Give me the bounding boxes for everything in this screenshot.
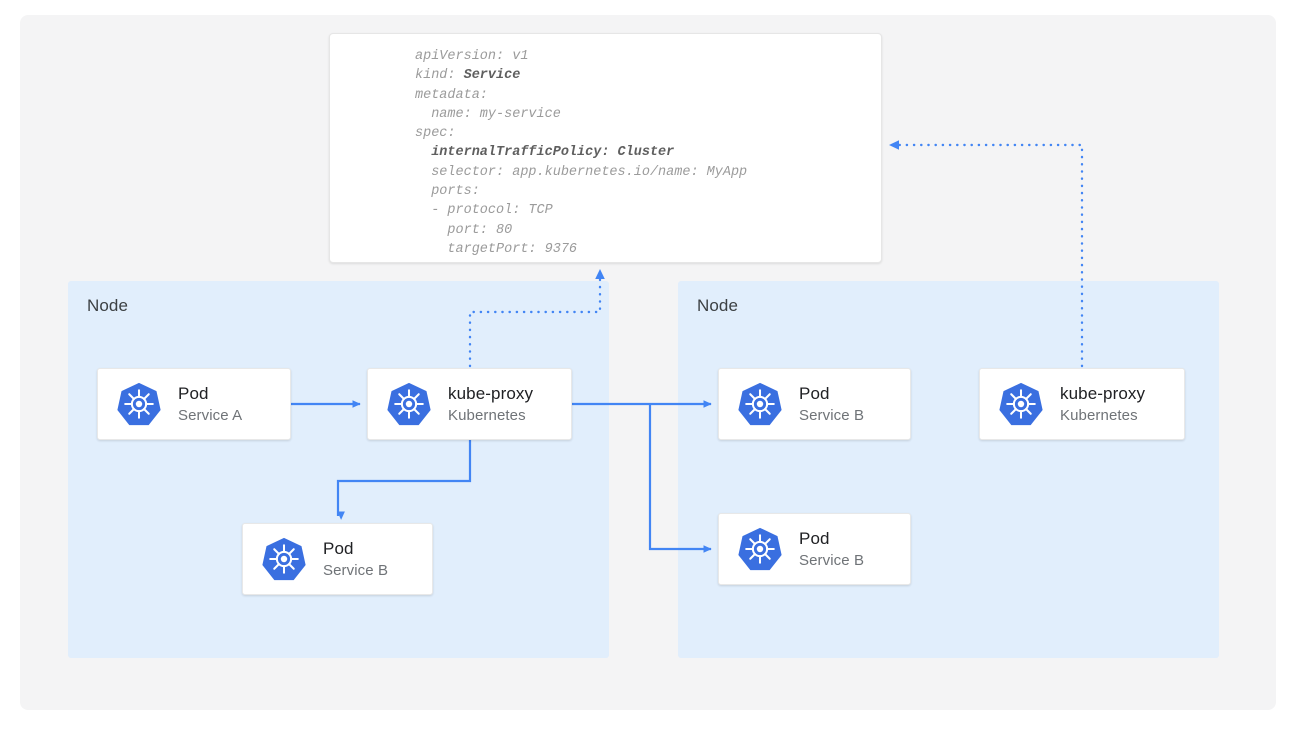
kubernetes-icon [999,382,1043,426]
yaml-bold-token: Service [463,68,521,84]
node-panel-left: Node [68,281,609,658]
yaml-line-2: metadata: [415,87,488,103]
entity-subtitle: Service B [799,551,865,569]
entity-card-pod-service-a[interactable]: Pod Service A [97,368,291,440]
service-spec-yaml: apiVersion: v1 kind: Service metadata: nam… [415,47,747,259]
entity-card-pod-service-b-local[interactable]: Pod Service B [242,523,433,595]
yaml-line-9: port: 80 [415,222,513,238]
yaml-line-8: - protocol: TCP [415,203,553,219]
yaml-line-4: spec: [415,126,456,142]
yaml-line-0: apiVersion: v1 [415,49,529,64]
entity-subtitle: Kubernetes [1060,406,1138,424]
kubernetes-icon [738,382,782,426]
kubernetes-icon [117,382,161,426]
node-label: Node [697,296,739,315]
yaml-line-7: ports: [415,184,480,200]
entity-subtitle: Service B [323,561,389,579]
entity-title: kube-proxy [448,383,534,403]
kubernetes-icon [262,537,306,581]
entity-card-kube-proxy-left[interactable]: kube-proxy Kubernetes [367,368,572,440]
entity-title: Pod [799,528,830,548]
entity-card-pod-service-b-remote-bottom[interactable]: Pod Service B [718,513,911,585]
kubernetes-icon [738,527,782,571]
yaml-line-10: targetPort: 9376 [415,241,578,257]
yaml-line-6: selector: app.kubernetes.io/name: MyApp [415,164,748,180]
node-panel-right: Node [678,281,1219,658]
entity-card-kube-proxy-right[interactable]: kube-proxy Kubernetes [979,368,1185,440]
entity-subtitle: Kubernetes [448,406,526,424]
yaml-line-3: name: my-service [415,106,561,122]
entity-title: Pod [799,383,830,403]
entity-subtitle: Service A [178,406,243,424]
entity-card-pod-service-b-remote-top[interactable]: Pod Service B [718,368,911,440]
entity-title: Pod [178,383,209,403]
entity-subtitle: Service B [799,406,865,424]
yaml-line-1: kind: Service [415,68,521,84]
node-label: Node [87,296,129,315]
yaml-line-5: internalTrafficPolicy: Cluster [415,145,675,161]
service-spec-card: apiVersion: v1 kind: Service metadata: nam… [329,33,882,263]
kubernetes-icon [387,382,431,426]
entity-title: kube-proxy [1060,383,1146,403]
entity-title: Pod [323,538,354,558]
